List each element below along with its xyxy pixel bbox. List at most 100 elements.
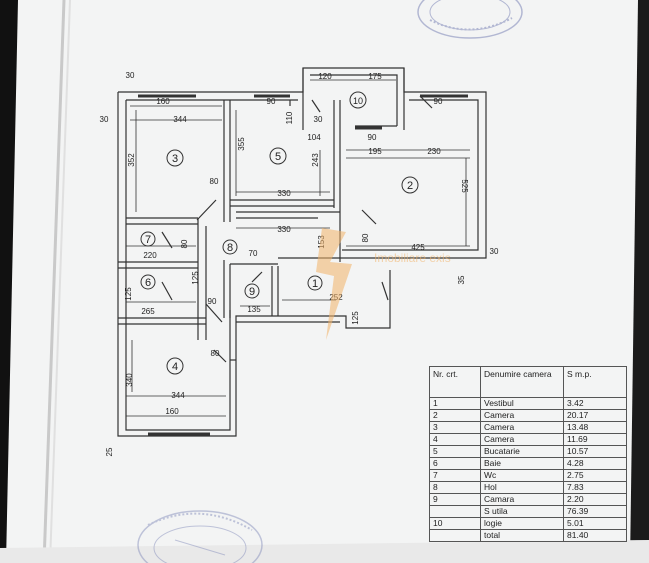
cell-nr: 6: [429, 457, 481, 470]
room-number-3: 3: [172, 153, 178, 165]
room-number-6: 6: [145, 277, 151, 289]
cell-area: 10.57: [563, 445, 627, 458]
cell-name: S utila: [480, 505, 564, 518]
dim-label: 330: [277, 225, 291, 234]
dim-label: 90: [434, 97, 443, 106]
dim-label: 80: [210, 177, 219, 186]
cell-area: 81.40: [563, 529, 627, 542]
dim-label: 90: [208, 297, 217, 306]
dim-label: 175: [368, 72, 382, 81]
room-number-10: 10: [353, 96, 363, 106]
cell-nr: [429, 529, 481, 542]
dim-label: 344: [171, 391, 185, 400]
dim-label: 195: [368, 147, 382, 156]
cell-name: Vestibul: [480, 397, 564, 410]
header-nr: Nr. crt.: [429, 366, 481, 398]
cell-name: Hol: [480, 481, 564, 494]
cell-name: logie: [480, 517, 564, 530]
dim-label: 125: [191, 271, 200, 285]
dim-label: 160: [156, 97, 170, 106]
watermark-logo: [316, 228, 352, 340]
cell-nr: 4: [429, 433, 481, 446]
cell-area: 3.42: [563, 397, 627, 410]
cell-area: 2.75: [563, 469, 627, 482]
dim-label: 352: [127, 153, 136, 167]
dim-label: 355: [237, 137, 246, 151]
header-area: S m.p.: [563, 366, 627, 398]
room-number-9: 9: [249, 286, 255, 298]
room-number-4: 4: [172, 361, 178, 373]
cell-area: 5.01: [563, 517, 627, 530]
dim-label: 340: [125, 373, 134, 387]
dim-label: 30: [100, 115, 109, 124]
agency-watermark: Imobiliare exis: [316, 228, 451, 340]
room-number-8: 8: [227, 242, 233, 254]
dim-label: 125: [124, 287, 133, 301]
cell-nr: 9: [429, 493, 481, 506]
cell-area: 11.69: [563, 433, 627, 446]
dim-label: 243: [311, 153, 320, 167]
room-circles: [140, 91, 419, 375]
dim-label: 344: [173, 115, 187, 124]
stamp-top-right-mark: [417, 0, 523, 39]
dim-label: 110: [285, 111, 294, 124]
cell-name: Bucatarie: [480, 445, 564, 458]
cell-name: Camara: [480, 493, 564, 506]
cell-name: Wc: [480, 469, 564, 482]
dim-label: 30: [126, 71, 135, 80]
cell-name: Camera: [480, 409, 564, 422]
cell-area: 2.20: [563, 493, 627, 506]
header-name: Denumire camera: [480, 366, 564, 398]
cell-area: 76.39: [563, 505, 627, 518]
cell-area: 20.17: [563, 409, 627, 422]
cell-name: Camera: [480, 433, 564, 446]
cell-name: total: [480, 529, 564, 542]
cell-area: 13.48: [563, 421, 627, 434]
cell-nr: 10: [429, 517, 481, 530]
room-number-2: 2: [407, 180, 413, 192]
room-number-1: 1: [312, 278, 318, 290]
cell-nr: 3: [429, 421, 481, 434]
cell-name: Baie: [480, 457, 564, 470]
dim-label: 265: [141, 307, 155, 316]
cell-nr: 7: [429, 469, 481, 482]
cell-nr: 5: [429, 445, 481, 458]
dim-label: 220: [143, 251, 157, 260]
dim-label: 425: [411, 243, 425, 252]
cell-area: 7.83: [563, 481, 627, 494]
dim-label: 120: [318, 72, 332, 81]
dim-label: 330: [277, 189, 291, 198]
dim-label: 90: [368, 133, 377, 142]
cell-nr: [429, 505, 481, 518]
room-number-7: 7: [145, 234, 151, 246]
dim-label: 70: [249, 249, 258, 258]
dim-label: 30: [490, 247, 499, 256]
walls: [117, 67, 487, 437]
dim-label: 135: [247, 305, 261, 314]
dim-label: 104: [307, 133, 321, 142]
dim-label: 25: [105, 447, 114, 456]
cell-nr: 1: [429, 397, 481, 410]
cell-name: Camera: [480, 421, 564, 434]
windows: [138, 94, 468, 436]
cell-nr: 8: [429, 481, 481, 494]
dim-label: 80: [361, 233, 370, 242]
cell-area: 4.28: [563, 457, 627, 470]
dim-label: 30: [314, 115, 323, 124]
dim-label: 35: [457, 275, 466, 284]
dim-label: 125: [351, 311, 360, 325]
dim-label: 160: [165, 407, 179, 416]
